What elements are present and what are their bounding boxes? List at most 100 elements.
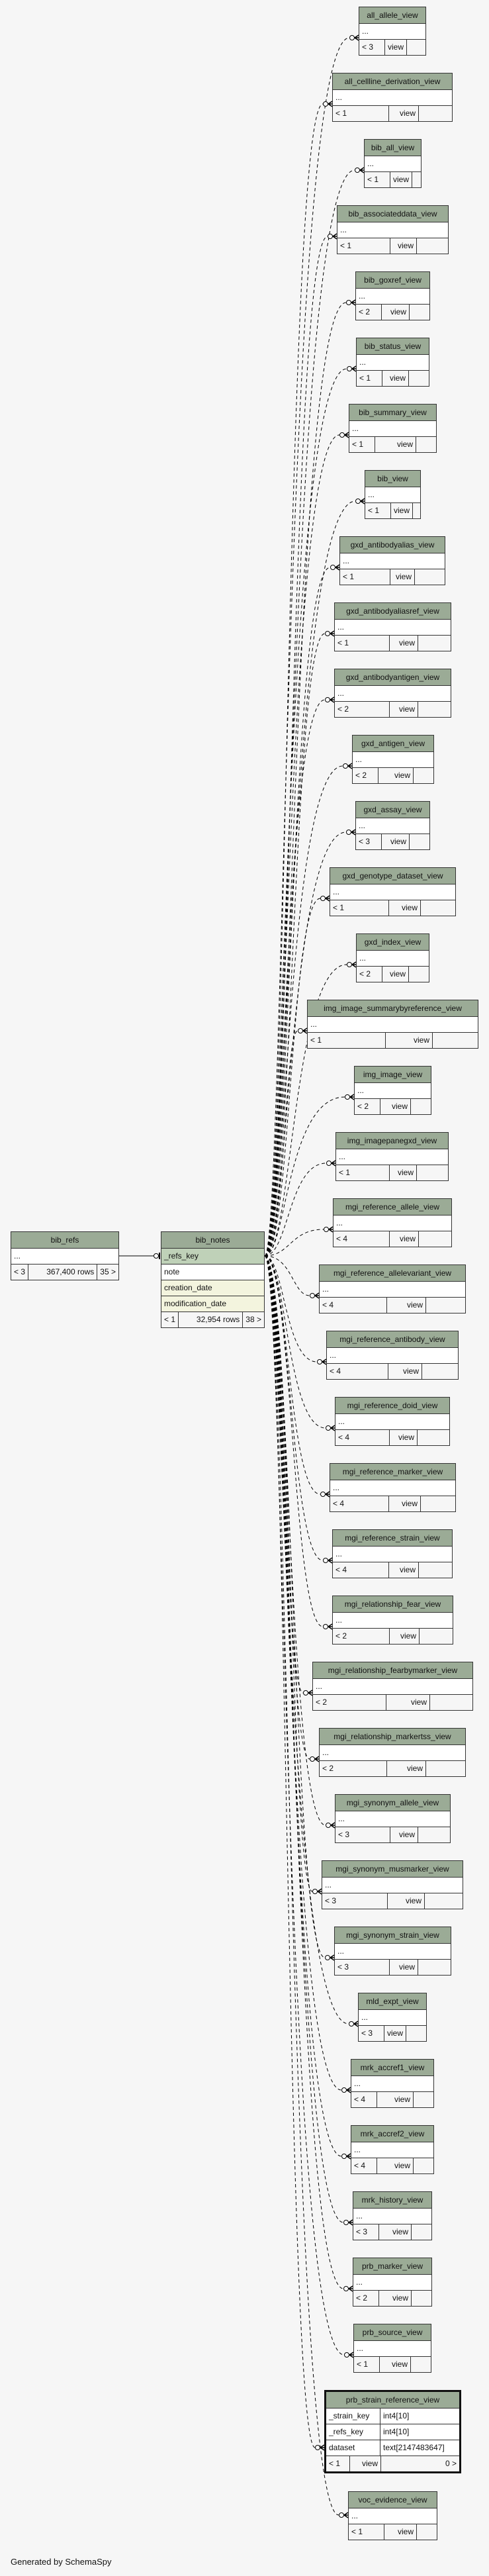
parents-count[interactable]: < 1 [308,1033,386,1048]
column-creation-date[interactable]: creation_date [161,1280,264,1296]
parents-count[interactable]: < 1 [330,900,389,916]
table-title[interactable]: gxd_antigen_view [353,736,433,752]
parents-count[interactable]: < 3 [322,1893,388,1909]
table-title[interactable]: all_cellline_derivation_view [333,73,452,90]
table-title[interactable]: mld_expt_view [359,1993,426,2010]
table-prb-strain-reference-view[interactable]: prb_strain_reference_view _strain_key in… [324,2390,461,2473]
parents-count[interactable]: < 3 [335,1960,390,1975]
table-title[interactable]: bib_goxref_view [356,272,429,289]
table-mgi-relationship-fearbymarker-view[interactable]: mgi_relationship_fearbymarker_view...< 2… [312,1662,473,1711]
parents-count[interactable]: < 1 [335,636,390,651]
parents-count[interactable]: < 1 [365,172,390,187]
parents-count[interactable]: < 3 [359,2026,384,2041]
parents-count[interactable]: < 1 [161,1312,179,1327]
table-title[interactable]: bib_all_view [365,140,421,156]
table-title[interactable]: mrk_history_view [353,2192,431,2209]
parents-count[interactable]: < 2 [356,305,382,320]
table-title[interactable]: bib_view [365,471,420,487]
table-title[interactable]: prb_strain_reference_view [326,2392,459,2409]
table-title[interactable]: gxd_assay_view [356,802,429,818]
parents-count[interactable]: < 4 [351,2158,377,2173]
parents-count[interactable]: < 1 [326,2456,350,2471]
parents-count[interactable]: < 1 [337,238,390,254]
table-title[interactable]: mgi_reference_antibody_view [327,1331,458,1348]
parents-count[interactable]: < 2 [313,1695,386,1710]
parents-count[interactable]: < 4 [327,1364,388,1379]
parents-count[interactable]: < 1 [349,2524,384,2540]
table-bib-notes[interactable]: bib_notes _refs_key note creation_date m… [161,1231,265,1328]
table-title[interactable]: mgi_synonym_strain_view [335,1927,451,1944]
parents-count[interactable]: < 4 [351,2092,377,2107]
column-row[interactable]: dataset text[2147483647] [326,2440,459,2456]
table-title[interactable]: gxd_genotype_dataset_view [330,868,455,884]
parents-count[interactable]: < 2 [353,2291,379,2306]
parents-count[interactable]: < 2 [333,1629,390,1644]
table-voc-evidence-view[interactable]: voc_evidence_view ... < 1 view [348,2491,437,2540]
table-title[interactable]: mrk_accref1_view [351,2060,433,2076]
parents-count[interactable]: < 4 [335,1430,390,1445]
table-title[interactable]: prb_source_view [354,2324,431,2341]
parents-count[interactable]: < 4 [330,1496,389,1511]
table-title[interactable]: gxd_antibodyaliasref_view [335,603,451,620]
parents-count[interactable]: < 1 [365,503,391,518]
table-title[interactable]: mgi_reference_doid_view [335,1398,449,1414]
children-count[interactable]: 0 > [445,2459,457,2468]
table-title[interactable]: mgi_relationship_fear_view [333,1596,453,1613]
parents-count[interactable]: < 3 [335,1827,390,1842]
parents-count[interactable]: < 3 [353,2224,379,2240]
parents-count[interactable]: < 4 [333,1231,390,1247]
table-title[interactable]: voc_evidence_view [349,2492,437,2508]
table-title[interactable]: bib_associateddata_view [337,206,448,222]
parents-count[interactable]: < 3 [11,1264,29,1280]
column-refs-key[interactable]: _refs_key [161,1249,264,1264]
parents-count[interactable]: < 3 [359,40,385,55]
parents-count[interactable]: < 1 [333,106,389,121]
table-title[interactable]: gxd_index_view [357,934,429,951]
table-title[interactable]: mgi_relationship_fearbymarker_view [313,1662,472,1679]
parents-count[interactable]: < 2 [357,967,382,982]
table-title[interactable]: mrk_accref2_view [351,2126,433,2142]
table-bib-refs[interactable]: bib_refs ... < 3 367,400 rows 35 > [11,1231,119,1280]
table-title[interactable]: bib_status_view [357,338,429,355]
parents-count[interactable]: < 1 [357,371,382,386]
column-modification-date[interactable]: modification_date [161,1296,264,1312]
children-count[interactable]: 38 > [245,1315,261,1324]
table-title[interactable]: bib_summary_view [349,405,436,421]
children-count[interactable]: 35 > [100,1267,116,1276]
table-title[interactable]: mgi_reference_allele_view [333,1199,451,1216]
table-title[interactable]: prb_marker_view [353,2258,431,2275]
table-title[interactable]: gxd_antibodyantigen_view [335,669,451,686]
table-title[interactable]: mgi_relationship_markertss_view [320,1729,465,1745]
parents-count[interactable]: < 2 [335,702,390,717]
table-title[interactable]: bib_refs [11,1232,118,1249]
parents-count[interactable]: < 1 [349,437,375,452]
table-title[interactable]: mgi_reference_marker_view [330,1464,455,1480]
parents-count[interactable]: < 4 [320,1298,387,1313]
parents-count[interactable]: < 1 [336,1165,390,1180]
parents-count[interactable]: < 1 [340,569,390,585]
parents-count[interactable]: < 1 [354,2357,380,2372]
